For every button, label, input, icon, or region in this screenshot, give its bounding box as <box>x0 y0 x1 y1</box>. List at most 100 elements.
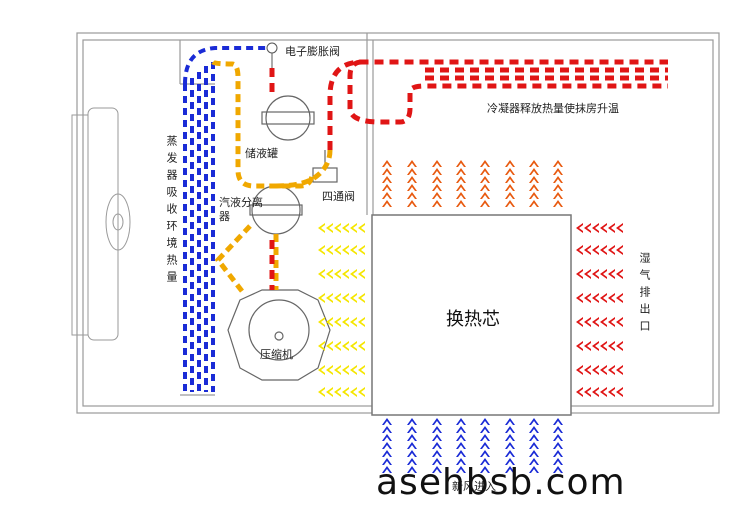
arrow-chevron <box>592 365 599 375</box>
arrow-chevron <box>553 426 563 433</box>
arrow-chevron <box>456 458 466 465</box>
arrow-chevron <box>576 341 583 351</box>
arrow-chevron <box>334 269 341 279</box>
arrow-chevron <box>553 458 563 465</box>
arrow-chevron <box>608 365 615 375</box>
arrow-chevron <box>432 160 442 167</box>
arrow-chevron <box>318 223 325 233</box>
arrow-chevron <box>480 450 490 457</box>
arrow-chevron <box>432 442 442 449</box>
arrow-chevron <box>553 434 563 441</box>
arrow-chevron <box>382 160 392 167</box>
arrow-chevron <box>456 192 466 199</box>
arrow-chevron <box>584 365 591 375</box>
arrow-chevron <box>616 293 623 303</box>
arrow-chevron <box>382 466 392 473</box>
arrow-chevron <box>505 160 515 167</box>
mid-temp-pipes <box>211 59 333 297</box>
arrow-chevron <box>592 341 599 351</box>
arrow-chevron <box>318 293 325 303</box>
evaporator-label: 蒸发器吸收环境热量 <box>165 135 178 288</box>
four-way-valve-label: 四通阀 <box>322 190 355 203</box>
arrow-chevron <box>342 341 349 351</box>
separator-label: 汽液分离器 <box>219 196 263 223</box>
arrow-chevron <box>318 317 325 327</box>
arrow-chevron <box>529 442 539 449</box>
arrow-chevron <box>529 450 539 457</box>
arrow-chevron <box>553 466 563 473</box>
humid-exhaust-label: 湿气排出口 <box>638 252 651 337</box>
arrow-chevron <box>608 341 615 351</box>
arrow-chevron <box>326 365 333 375</box>
arrow-chevron <box>382 192 392 199</box>
liquid-tank-label: 储液罐 <box>245 147 278 160</box>
arrow-chevron <box>350 269 357 279</box>
arrow-chevron <box>480 168 490 175</box>
arrow-chevron <box>600 341 607 351</box>
arrow-chevron <box>382 450 392 457</box>
arrow-chevron <box>382 458 392 465</box>
arrow-chevron <box>334 223 341 233</box>
arrow-chevron <box>616 269 623 279</box>
expansion-valve-label: 电子膨胀阀 <box>285 45 340 58</box>
arrow-chevron <box>616 223 623 233</box>
arrow-chevron <box>505 192 515 199</box>
arrow-chevron <box>480 192 490 199</box>
arrow-chevron <box>480 458 490 465</box>
arrow-chevron <box>358 269 365 279</box>
arrow-chevron <box>505 176 515 183</box>
arrow-chevron <box>456 168 466 175</box>
arrow-chevron <box>584 317 591 327</box>
arrow-chevron <box>407 458 417 465</box>
arrow-chevron <box>592 293 599 303</box>
arrow-chevron <box>576 223 583 233</box>
arrow-chevron <box>456 160 466 167</box>
arrow-chevron <box>608 317 615 327</box>
arrow-chevron <box>592 223 599 233</box>
arrow-chevron <box>342 317 349 327</box>
arrow-chevron <box>382 168 392 175</box>
arrow-chevron <box>480 466 490 473</box>
arrow-chevron <box>432 192 442 199</box>
arrow-chevron <box>326 245 333 255</box>
arrow-chevron <box>529 168 539 175</box>
arrow-chevron <box>432 466 442 473</box>
arrow-chevron <box>432 176 442 183</box>
arrow-chevron <box>456 426 466 433</box>
arrow-chevron <box>407 184 417 191</box>
arrow-chevron <box>576 293 583 303</box>
arrow-chevron <box>608 223 615 233</box>
arrow-chevron <box>600 387 607 397</box>
arrow-chevron <box>576 245 583 255</box>
arrow-chevron <box>529 160 539 167</box>
arrow-chevron <box>529 426 539 433</box>
arrow-chevron <box>584 293 591 303</box>
arrow-chevron <box>407 176 417 183</box>
arrow-chevron <box>432 168 442 175</box>
arrow-chevron <box>432 458 442 465</box>
arrow-chevron <box>326 387 333 397</box>
arrow-chevron <box>600 269 607 279</box>
arrow-chevron <box>334 341 341 351</box>
arrow-chevron <box>505 458 515 465</box>
arrow-chevron <box>326 293 333 303</box>
arrow-chevron <box>350 387 357 397</box>
arrow-chevron <box>358 293 365 303</box>
arrow-chevron <box>350 317 357 327</box>
liquid-tank <box>261 95 315 141</box>
arrow-chevron <box>334 365 341 375</box>
evaporator-coils <box>183 62 215 392</box>
air-left-arrows <box>318 223 365 397</box>
arrow-chevron <box>600 223 607 233</box>
arrow-chevron <box>407 450 417 457</box>
arrow-chevron <box>342 365 349 375</box>
arrow-chevron <box>318 245 325 255</box>
arrow-chevron <box>553 450 563 457</box>
arrow-chevron <box>382 184 392 191</box>
arrow-chevron <box>342 269 349 279</box>
heat-exchange-core <box>371 214 572 416</box>
arrow-chevron <box>480 176 490 183</box>
arrow-chevron <box>456 434 466 441</box>
arrow-chevron <box>382 418 392 425</box>
arrow-chevron <box>608 269 615 279</box>
